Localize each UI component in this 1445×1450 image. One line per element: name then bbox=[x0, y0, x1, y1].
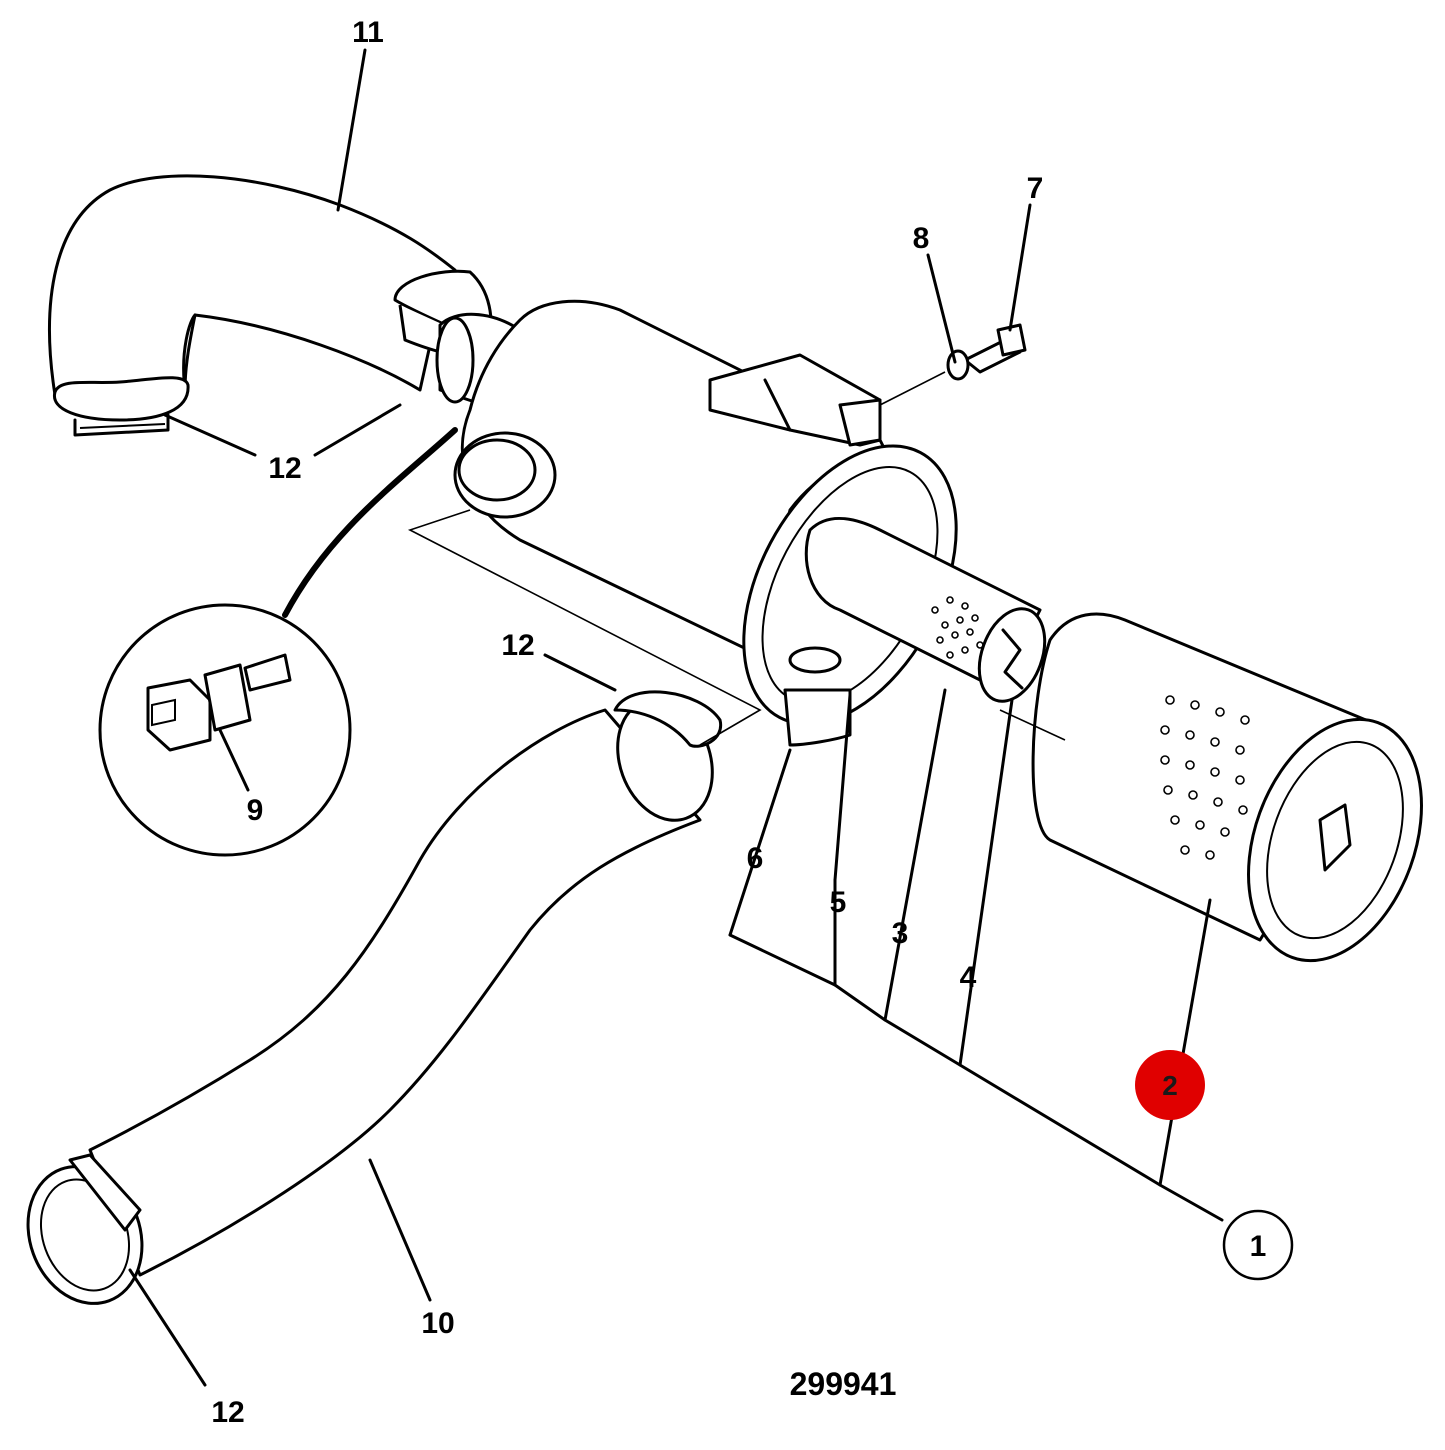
main-filter-element-part-3 bbox=[1031, 612, 1423, 963]
callout-3: 3 bbox=[892, 917, 909, 950]
bolt-part-7 bbox=[963, 323, 1027, 374]
perforation-pattern bbox=[931, 596, 984, 659]
air-cleaner-housing-part-6 bbox=[435, 299, 958, 747]
callout-2-highlight: 2 bbox=[1135, 1050, 1205, 1120]
drawing-number: 299941 bbox=[790, 1366, 897, 1402]
callout-4: 4 bbox=[960, 961, 977, 994]
callout-1-circled: 1 bbox=[1222, 1209, 1294, 1281]
callout-9: 9 bbox=[247, 794, 264, 827]
sensor-detail-part-9 bbox=[98, 603, 352, 857]
leader-lines bbox=[128, 48, 1224, 1387]
callout-12-upper: 12 bbox=[268, 452, 301, 485]
elbow-hose-part-11 bbox=[48, 174, 493, 437]
callout-7: 7 bbox=[1027, 172, 1044, 205]
callout-6: 6 bbox=[747, 842, 764, 875]
callout-12-middle: 12 bbox=[501, 629, 534, 662]
callouts: 11 12 12 12 8 7 9 6 5 3 4 10 2 1 299941 bbox=[211, 16, 1294, 1429]
callout-1: 1 bbox=[1250, 1230, 1267, 1263]
callout-2: 2 bbox=[1162, 1070, 1178, 1101]
callout-12-lower: 12 bbox=[211, 1396, 244, 1429]
lower-hose-part-10 bbox=[26, 690, 723, 1305]
callout-10: 10 bbox=[421, 1307, 454, 1340]
callout-8: 8 bbox=[913, 222, 930, 255]
element-perforations bbox=[1160, 695, 1250, 860]
callout-5: 5 bbox=[830, 886, 847, 919]
washer-part-8 bbox=[946, 349, 970, 381]
callout-11: 11 bbox=[352, 16, 384, 49]
inner-element-part-5 bbox=[804, 516, 1047, 703]
